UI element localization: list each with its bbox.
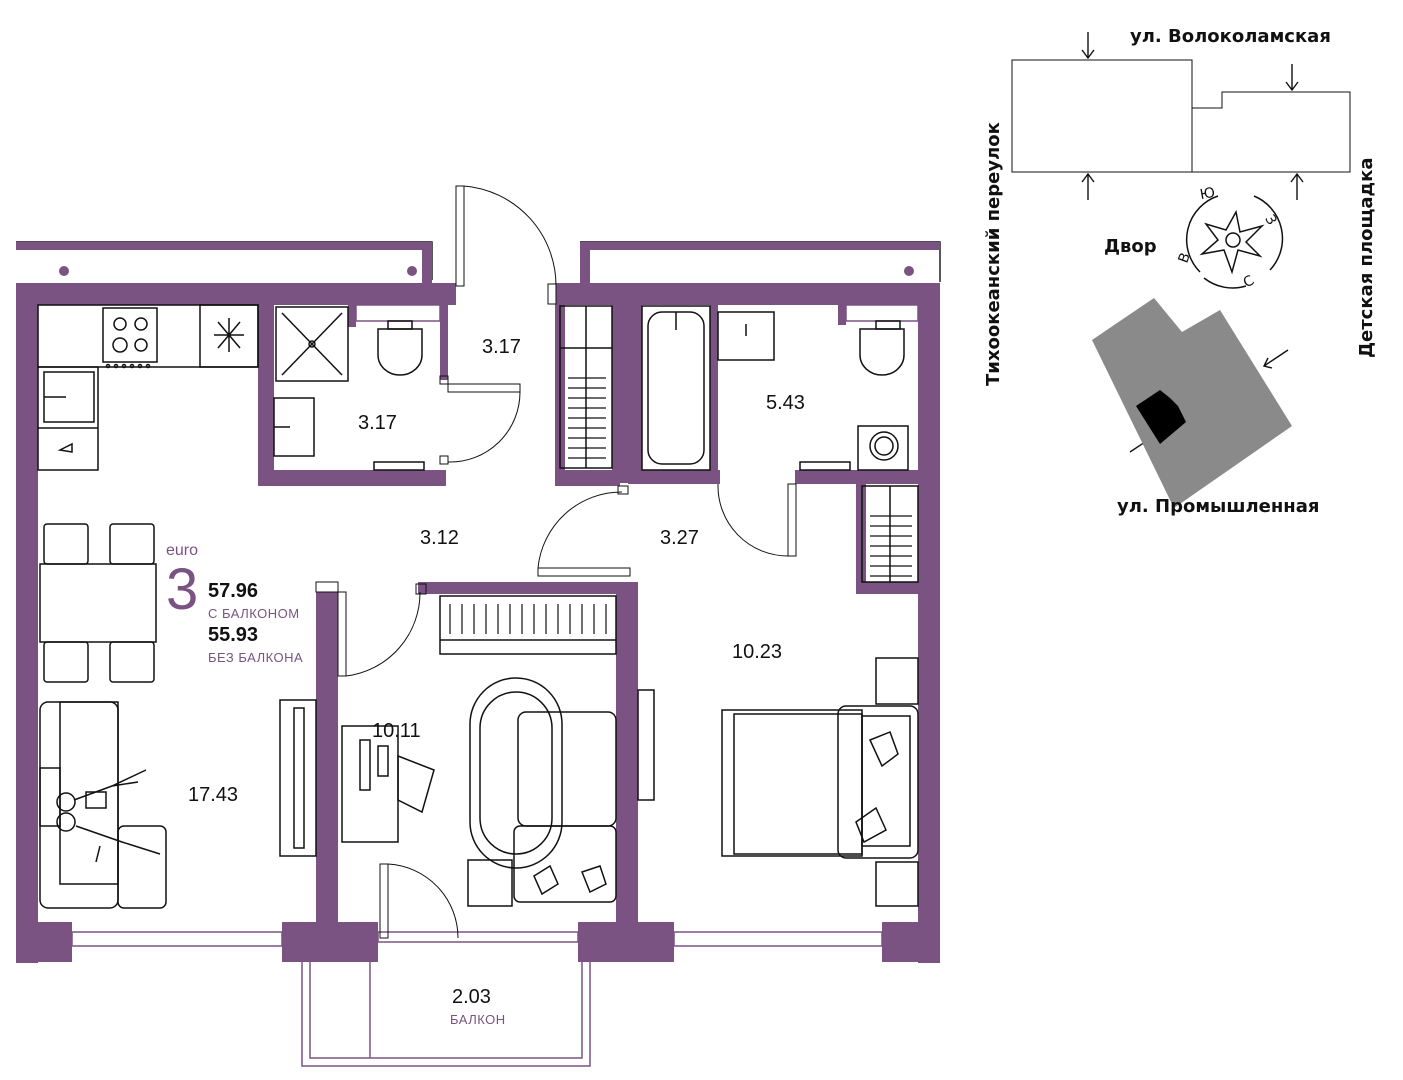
room-area-wc: 3.17 [358, 412, 397, 434]
walls [16, 242, 940, 963]
street-left: Тихоокеанский переулок [983, 122, 1004, 386]
site-plan [1011, 32, 1351, 508]
balcony-label: БАЛКОН [450, 1012, 506, 1027]
section-marker [1136, 390, 1186, 444]
room-area-bedroom-right: 10.23 [732, 641, 783, 663]
room-area-hall-top: 3.17 [482, 336, 521, 358]
balcony [301, 962, 591, 1067]
furniture [37, 304, 919, 909]
doors [315, 185, 797, 939]
room-area-corridor-left: 3.12 [420, 527, 459, 549]
street-bottom: ул. Промышленная [1117, 496, 1320, 517]
without-balcony-label: БЕЗ БАЛКОНА [208, 650, 304, 665]
room-area-corridor-right: 3.27 [660, 527, 699, 549]
room-area-living-kitchen: 17.43 [188, 784, 239, 806]
windows [71, 931, 883, 947]
with-balcony-label: С БАЛКОНОМ [208, 606, 300, 621]
building-footprint [1092, 298, 1292, 508]
room-area-balcony: 2.03 [452, 986, 491, 1008]
apartment-series: euro [166, 542, 199, 559]
apartment-room-count: 3 [166, 557, 199, 622]
room-area-bathroom: 5.43 [766, 392, 805, 414]
area-without-balcony: 55.93 [208, 624, 259, 646]
area-with-balcony: 57.96 [208, 580, 259, 602]
street-top: ул. Волоколамская [1130, 26, 1331, 47]
compass-south: Ю [1198, 184, 1217, 204]
street-right: Детская площадка [1356, 157, 1377, 358]
compass-icon [1185, 195, 1284, 289]
yard-label: Двор [1104, 236, 1157, 257]
room-area-bedroom-middle: 10.11 [372, 720, 421, 742]
